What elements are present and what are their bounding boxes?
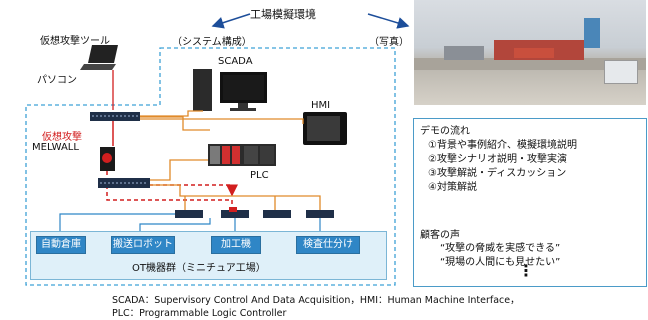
- switch-ot-1: [175, 210, 203, 218]
- plc-icon: [208, 144, 276, 166]
- demo-step-4: ④対策解説: [428, 182, 477, 193]
- switch-top: [90, 112, 140, 121]
- env-arrow-right: [367, 13, 410, 29]
- factory-photo: [414, 0, 646, 105]
- switch-ot-4: [306, 210, 334, 218]
- ot-item-warehouse: 自動倉庫: [36, 236, 86, 254]
- customer-voice-title: 顧客の声: [420, 230, 460, 241]
- plc-label: PLC: [250, 170, 269, 181]
- ellipsis: ⋮: [518, 261, 534, 280]
- photo-label: （写真）: [369, 37, 409, 48]
- scada-label: SCADA: [218, 56, 253, 67]
- switch-ot-2: [221, 210, 249, 218]
- env-arrow-left: [211, 13, 251, 29]
- system-config-label: （システム構成）: [172, 37, 252, 48]
- laptop-icon: [80, 45, 118, 70]
- pc-label: パソコン: [37, 75, 77, 86]
- ot-area-title: OT機器群（ミニチュア工場）: [132, 263, 266, 274]
- customer-voice-1: “攻撃の脅威を実感できる”: [440, 243, 561, 254]
- demo-step-3: ③攻撃解説・ディスカッション: [428, 168, 567, 179]
- hmi-icon: [303, 112, 347, 145]
- ot-item-inspection: 検査仕分け: [296, 236, 360, 254]
- ot-item-machining: 加工機: [211, 236, 261, 254]
- scada-icon: [193, 69, 267, 111]
- demo-step-1: ①背景や事例紹介、模擬環境説明: [428, 140, 577, 151]
- melwall-label: MELWALL: [32, 142, 79, 153]
- demo-flow-title: デモの流れ: [420, 126, 470, 137]
- env-title: 工場模擬環境: [250, 8, 316, 21]
- attack-tool-label: 仮想攻撃ツール: [40, 36, 110, 47]
- switch-ot-3: [263, 210, 291, 218]
- ot-item-robot: 搬送ロボット: [111, 236, 175, 254]
- hmi-label: HMI: [311, 100, 331, 111]
- system-boundary: [25, 47, 396, 286]
- melwall-icon: [100, 147, 115, 171]
- virtual-attack-label: 仮想攻撃: [42, 132, 82, 143]
- demo-panel: デモの流れ ①背景や事例紹介、模擬環境説明 ②攻撃シナリオ説明・攻撃実演 ③攻撃…: [413, 118, 647, 287]
- customer-voice-2: “現場の人間にも見せたい”: [440, 257, 561, 268]
- demo-step-2: ②攻撃シナリオ説明・攻撃実演: [428, 154, 567, 165]
- footnote-line2: PLC：Programmable Logic Controller: [112, 308, 287, 319]
- footnote-line1: SCADA：Supervisory Control And Data Acqui…: [112, 295, 520, 306]
